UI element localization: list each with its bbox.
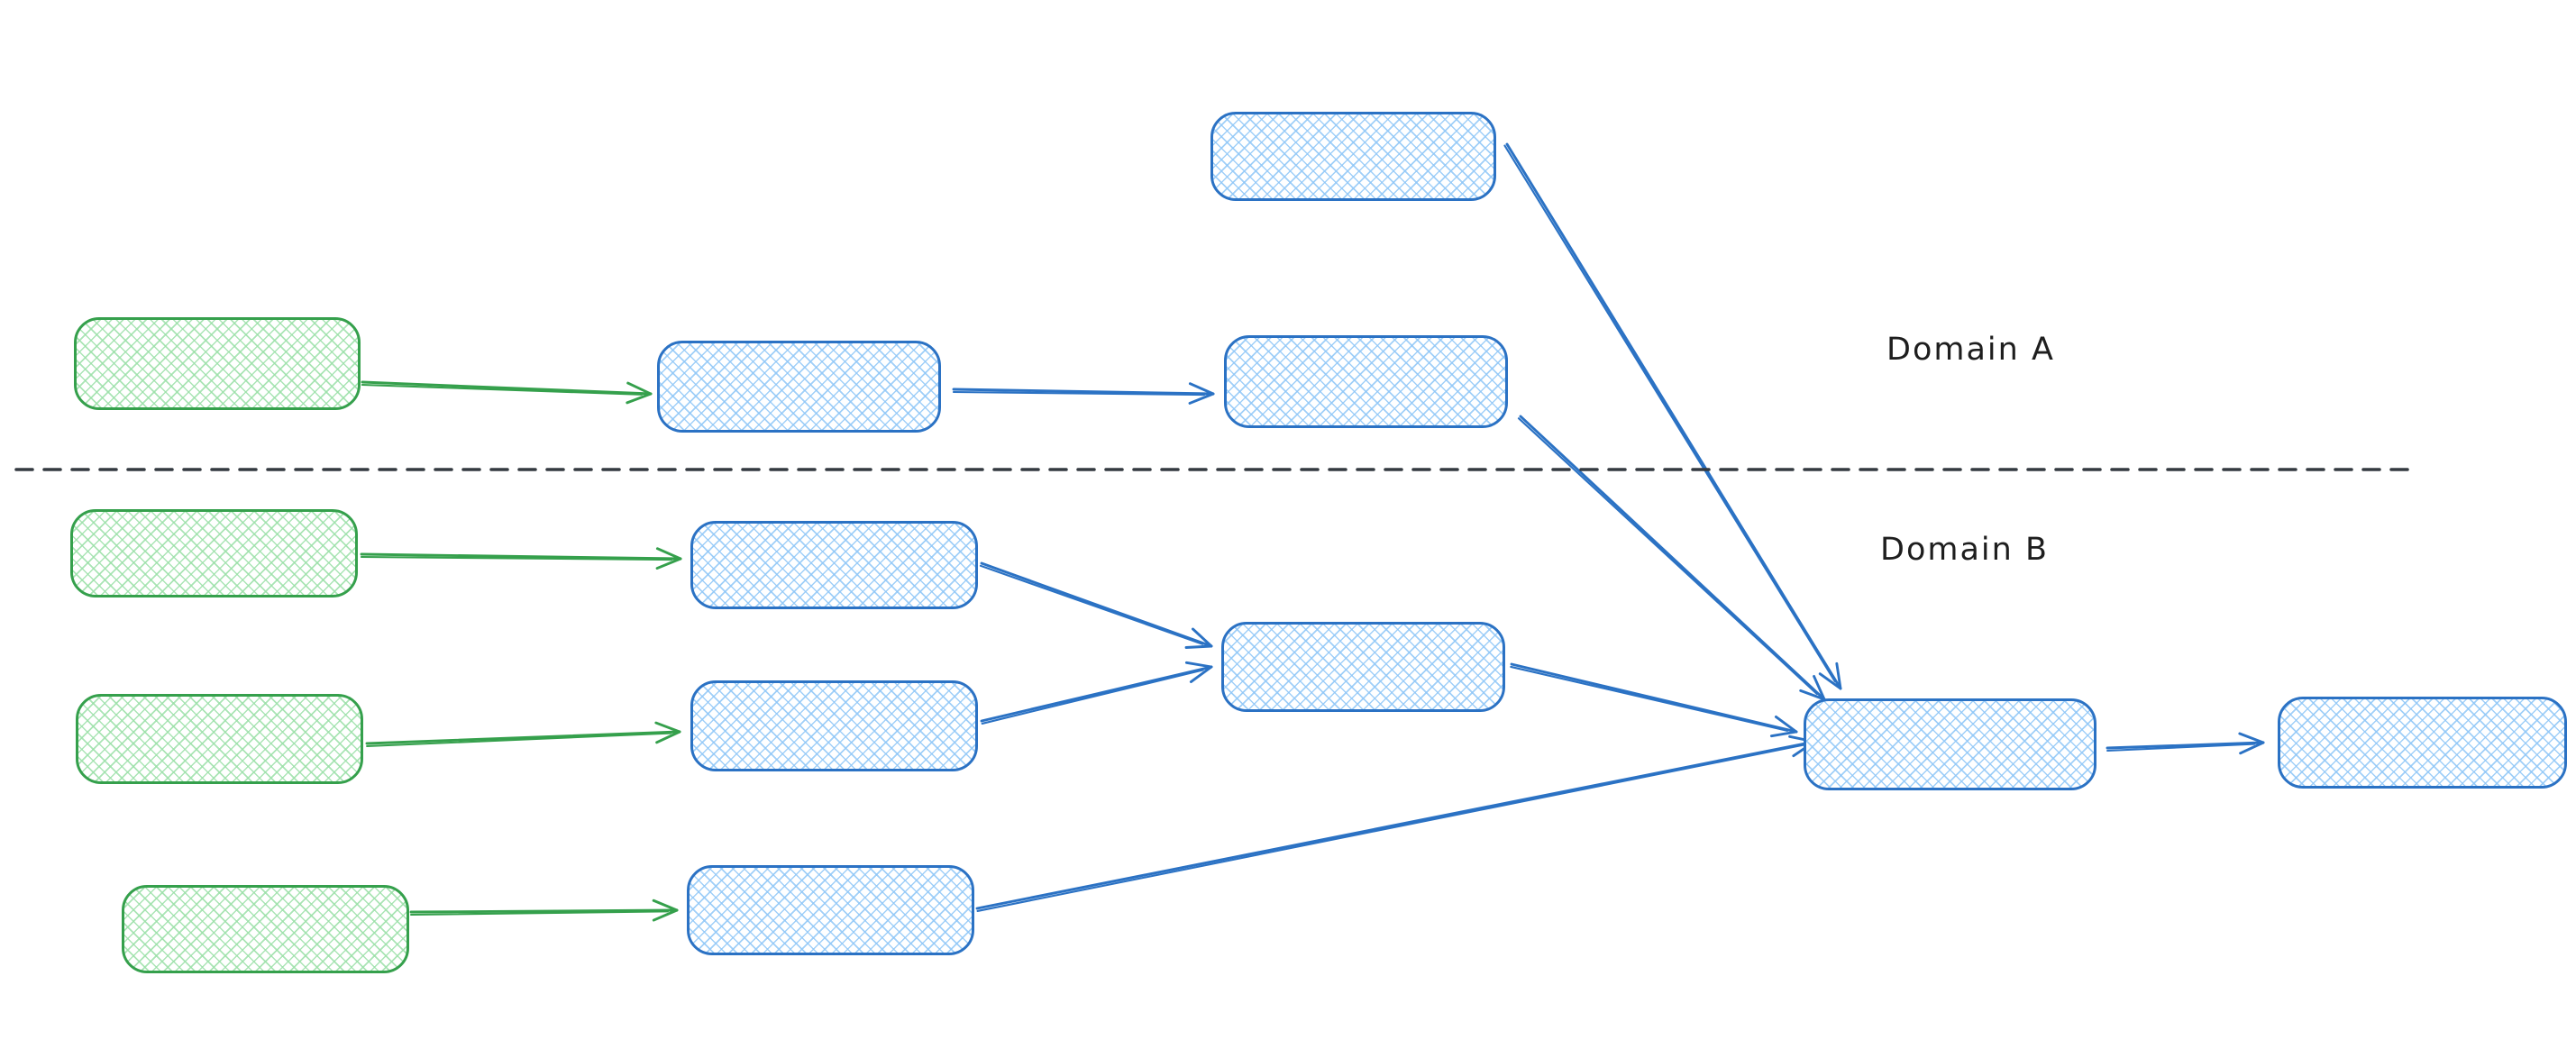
arrow-hub-to-aggregator	[1510, 662, 1798, 738]
domain-a-source-box	[74, 317, 361, 410]
top-input-box	[1210, 112, 1496, 201]
arrow-aggregator-to-output	[2106, 732, 2265, 755]
arrow-domain-b-step-3-to-aggregator	[975, 734, 1816, 912]
domain-b-source-2-box	[76, 694, 363, 784]
arrow-domain-a-source-to-step-1	[361, 380, 653, 405]
arrow-domain-a-step-2-to-aggregator	[1517, 415, 1826, 701]
domain-a-label: Domain A	[1886, 332, 2055, 368]
arrow-top-input-to-aggregator	[1503, 142, 1842, 690]
aggregator-box	[1804, 698, 2096, 790]
domain-b-label: Domain B	[1880, 532, 2049, 568]
domain-b-hub-box	[1221, 622, 1505, 712]
arrow-domain-a-step-1-to-step-2	[952, 382, 1215, 405]
domain-b-step-2-box	[690, 680, 978, 771]
arrow-domain-b-step-1-to-hub	[979, 561, 1213, 649]
domain-b-step-3-box	[687, 865, 974, 955]
domain-a-step-1-box	[657, 341, 941, 433]
domain-b-step-1-box	[690, 521, 978, 609]
output-box	[2278, 697, 2567, 789]
arrow-domain-b-source-2-to-step-2	[365, 721, 681, 748]
domain-b-source-3-box	[122, 885, 409, 973]
arrow-domain-b-source-3-to-step-3	[409, 898, 679, 922]
arrow-domain-b-step-2-to-hub	[980, 661, 1213, 725]
arrow-domain-b-source-1-to-step-1	[360, 547, 682, 570]
domain-a-step-2-box	[1224, 335, 1508, 428]
domain-b-source-1-box	[70, 509, 358, 597]
